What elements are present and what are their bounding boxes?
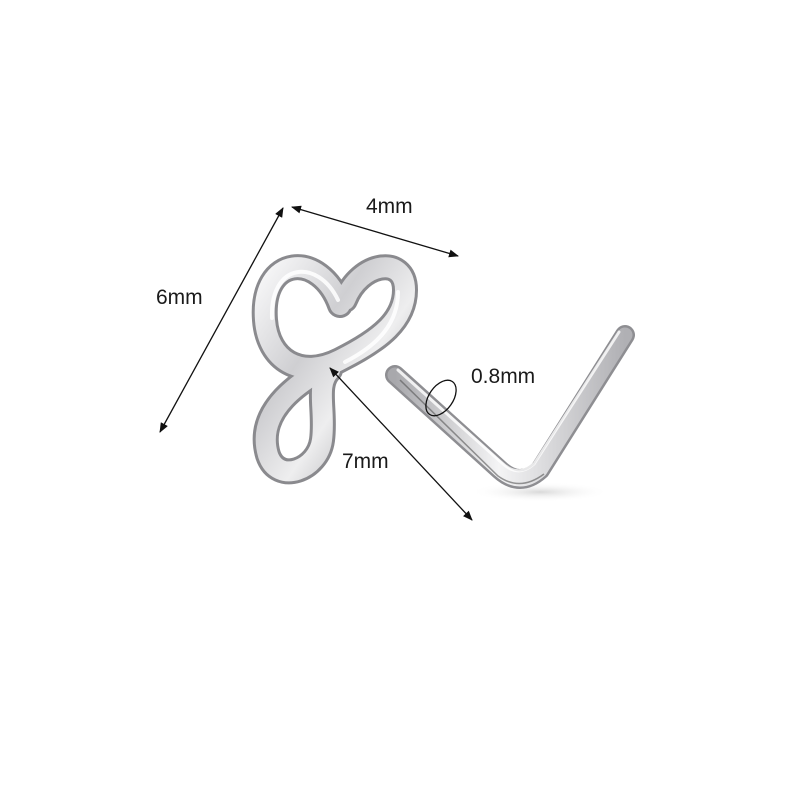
shadow	[470, 482, 610, 502]
width-label: 4mm	[366, 195, 413, 218]
heart-loop	[251, 254, 418, 485]
post-length-label: 7mm	[342, 450, 389, 473]
height-label: 6mm	[156, 286, 203, 309]
height-dimension-line	[159, 207, 284, 433]
gauge-indicator-ring	[425, 379, 457, 417]
l-shaped-post	[385, 325, 635, 489]
gauge-label: 0.8mm	[471, 365, 536, 388]
width-dimension-line	[291, 205, 459, 258]
post-length-dimension-line	[329, 367, 473, 521]
